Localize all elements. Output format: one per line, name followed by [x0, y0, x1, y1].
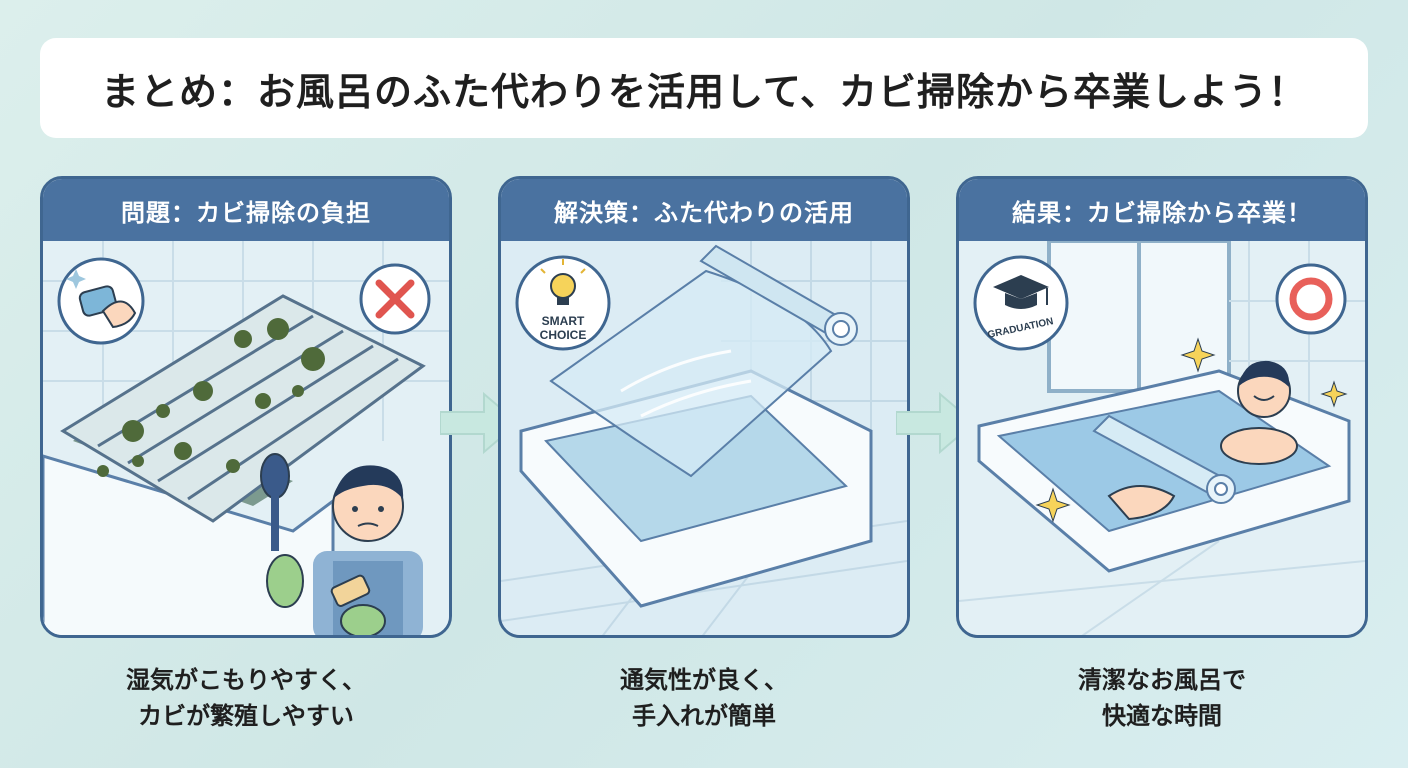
relaxing-bath-illustration: GRADUATION — [959, 241, 1365, 635]
panel-problem-header: 問題：カビ掃除の負担 — [43, 179, 449, 241]
roll-cover-bath-illustration: SMART CHOICE — [501, 241, 907, 635]
caption-problem-line2: カビが繁殖しやすい — [138, 702, 354, 730]
caption-solution-line1: 通気性が良く、 — [620, 666, 788, 694]
page-title: まとめ：お風呂のふた代わりを活用して、カビ掃除から卒業しよう！ — [101, 69, 1307, 114]
caption-result: 清潔なお風呂で 快適な時間 — [956, 662, 1368, 734]
caption-result-line1: 清潔なお風呂で — [1078, 666, 1246, 694]
graduation-cap-icon — [973, 255, 1069, 351]
caption-problem: 湿気がこもりやすく、 カビが繁殖しやすい — [40, 662, 452, 734]
rolled-cover — [1092, 414, 1236, 504]
title-bar: まとめ：お風呂のふた代わりを活用して、カビ掃除から卒業しよう！ — [40, 38, 1368, 138]
caption-problem-line1: 湿気がこもりやすく、 — [126, 666, 366, 694]
caption-solution-line2: 手入れが簡単 — [632, 702, 776, 730]
mold-spots — [97, 318, 325, 477]
panel-result-header: 結果：カビ掃除から卒業！ — [959, 179, 1365, 241]
mold-bath-illustration — [43, 241, 449, 635]
caption-solution: 通気性が良く、 手入れが簡単 — [498, 662, 910, 734]
person-bathing — [1107, 360, 1298, 521]
panel-problem-illustration — [43, 241, 449, 635]
person-scrubbing — [260, 453, 423, 635]
panel-result: 結果：カビ掃除から卒業！ — [956, 176, 1368, 638]
sponge-hand-icon — [57, 257, 145, 345]
smart-choice-line2: CHOICE — [540, 328, 587, 342]
roll-cover — [699, 244, 858, 346]
panel-problem: 問題：カビ掃除の負担 — [40, 176, 452, 638]
circle-mark-icon — [1275, 263, 1347, 335]
panel-result-illustration: GRADUATION — [959, 241, 1365, 635]
cross-mark-icon — [359, 263, 431, 335]
panel-solution-illustration: SMART CHOICE — [501, 241, 907, 635]
smart-choice-line1: SMART — [542, 314, 585, 328]
sparkle-icons — [1035, 337, 1348, 523]
panel-solution-header: 解決策：ふた代わりの活用 — [501, 179, 907, 241]
panel-solution: 解決策：ふた代わりの活用 — [498, 176, 910, 638]
lightbulb-icon — [515, 255, 611, 351]
caption-result-line2: 快適な時間 — [1102, 702, 1222, 730]
